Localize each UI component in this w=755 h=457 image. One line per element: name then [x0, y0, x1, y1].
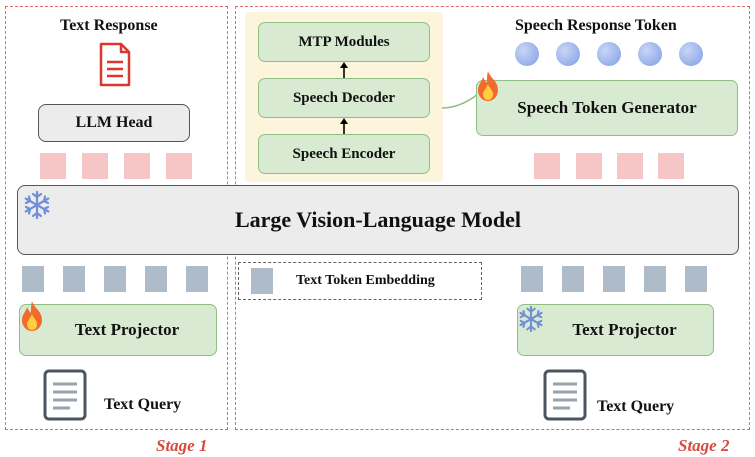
snowflake-icon: [517, 305, 545, 338]
speech-token-generator-label: Speech Token Generator: [517, 98, 697, 117]
speech-token: [638, 42, 662, 66]
output-token: [534, 153, 560, 179]
input-token: [562, 266, 584, 292]
fire-icon: [19, 300, 45, 337]
text-response-heading: Text Response: [60, 17, 158, 34]
speech-encoder-label: Speech Encoder: [292, 145, 396, 162]
speech-token: [556, 42, 580, 66]
llm-head-label: LLM Head: [75, 114, 153, 131]
text-projector-box-stage1: Text Projector: [19, 304, 217, 356]
input-token: [63, 266, 85, 292]
query-document-icon: [42, 368, 88, 427]
speech-token: [515, 42, 539, 66]
text-projector-label: Text Projector: [74, 320, 180, 339]
embedding-token: [251, 268, 273, 294]
stage1-label: Stage 1: [156, 436, 208, 455]
input-token: [104, 266, 126, 292]
output-token: [617, 153, 643, 179]
speech-token: [679, 42, 703, 66]
output-token: [40, 153, 66, 179]
query-document-icon: [542, 368, 588, 427]
input-token: [521, 266, 543, 292]
text-projector-box-stage2: Text Projector: [517, 304, 714, 356]
text-query-label: Text Query: [104, 396, 182, 413]
speech-encoder-box: Speech Encoder: [258, 134, 430, 174]
input-token: [145, 266, 167, 292]
output-token: [658, 153, 684, 179]
arrow-decoder-to-mtp: [340, 62, 348, 78]
lvlm-box: Large Vision-Language Model: [17, 185, 739, 255]
input-token: [685, 266, 707, 292]
mtp-modules-label: MTP Modules: [298, 33, 390, 50]
fire-icon: [475, 70, 501, 107]
speech-token: [597, 42, 621, 66]
speech-response-token-heading: Speech Response Token: [515, 17, 677, 34]
output-token: [124, 153, 150, 179]
speech-decoder-box: Speech Decoder: [258, 78, 430, 118]
speech-token-generator-box: Speech Token Generator: [476, 80, 738, 136]
input-token: [186, 266, 208, 292]
input-token: [22, 266, 44, 292]
mtp-modules-box: MTP Modules: [258, 22, 430, 62]
output-token: [576, 153, 602, 179]
document-icon: [98, 42, 132, 88]
llm-head-box: LLM Head: [38, 104, 190, 142]
output-token: [166, 153, 192, 179]
input-token: [603, 266, 625, 292]
stage2-label: Stage 2: [678, 436, 730, 455]
output-token: [82, 153, 108, 179]
text-query-label: Text Query: [597, 398, 675, 415]
arrow-encoder-to-decoder: [340, 118, 348, 134]
text-token-embedding-box: [238, 262, 482, 300]
lvlm-label: Large Vision-Language Model: [234, 207, 521, 232]
speech-decoder-label: Speech Decoder: [292, 89, 396, 106]
text-token-embedding-label: Text Token Embedding: [296, 273, 435, 288]
input-token: [644, 266, 666, 292]
snowflake-icon: [22, 190, 52, 225]
text-projector-label: Text Projector: [572, 320, 677, 339]
connector-curve: [441, 93, 479, 109]
